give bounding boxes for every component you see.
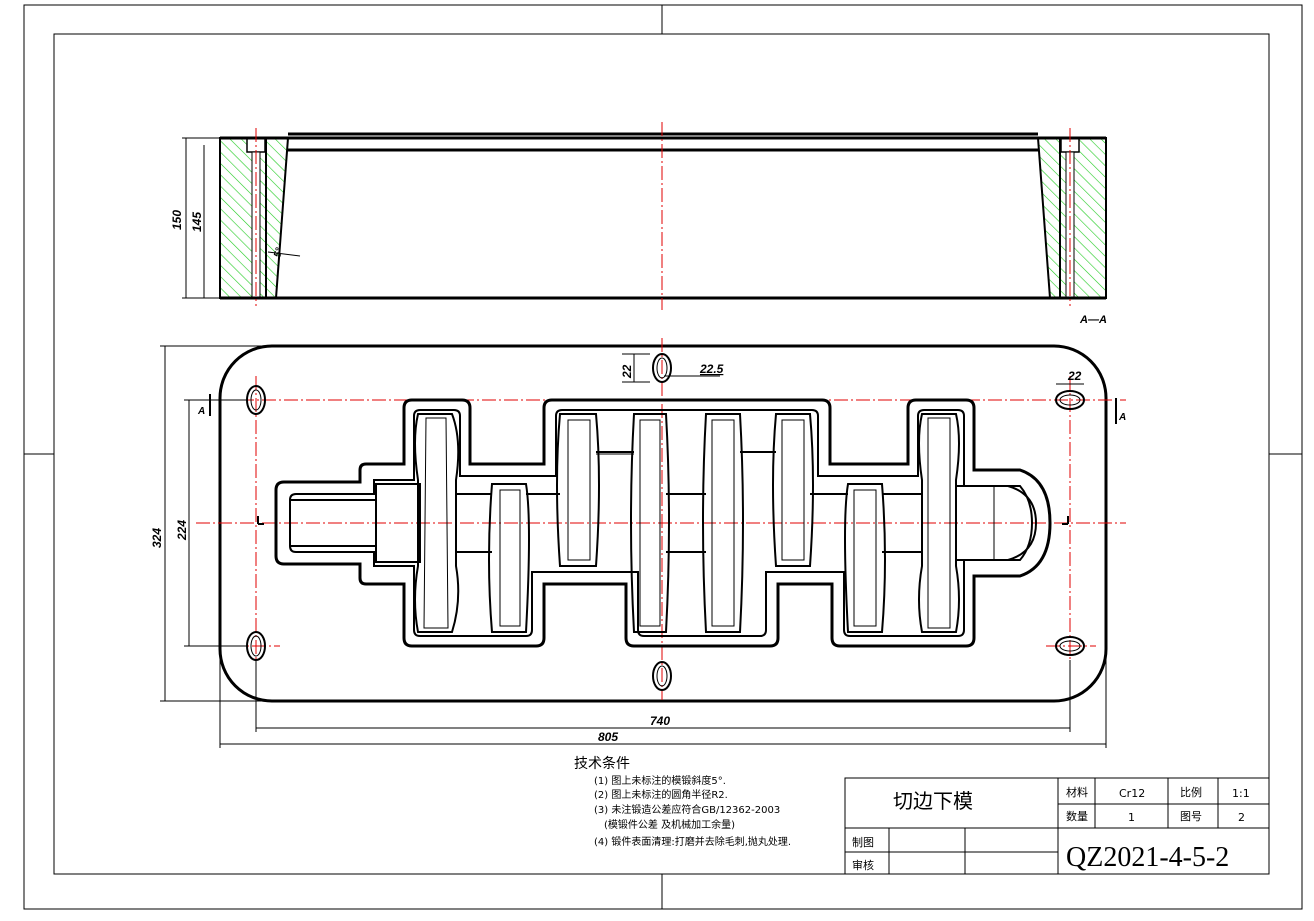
tech-notes: 技术条件 (1) 图上未标注的模锻斜度5°. (2) 图上未标注的圆角半径R2.… [574,755,791,848]
tech-note-1: (1) 图上未标注的模锻斜度5°. [594,774,726,787]
section-mark-left: A [197,406,205,417]
part-name: 切边下模 [893,789,973,813]
crank-journals [290,451,1034,563]
material-value: Cr12 [1119,787,1145,800]
tech-notes-title: 技术条件 [574,755,630,772]
section-view: 150 145 5° A—A [170,122,1107,326]
mounting-holes [246,353,1085,691]
tech-note-2: (2) 图上未标注的圆角半径R2. [594,788,728,801]
dim-draft: 5° [272,246,285,259]
dim-324: 324 [150,528,164,548]
qty-value: 1 [1128,811,1135,824]
section-label: A—A [1079,314,1107,326]
dim-224: 224 [175,520,189,541]
drawing-no-value: 2 [1238,811,1245,824]
checked-label: 审核 [852,858,874,872]
left-wall-hatch-inner [265,137,290,299]
cavity-outer-outline [274,398,1052,648]
dim-150: 150 [170,210,184,230]
crank-webs [414,413,960,633]
right-wall-hatch-inner [1036,137,1061,299]
scale-label: 比例 [1180,785,1202,799]
cavity-inner-outline [289,409,1038,637]
title-block: 切边下模 材料 Cr12 比例 1:1 数量 1 图号 2 制图 审核 QZ20… [844,777,1270,875]
section-marks: A A [197,394,1126,525]
dim-145: 145 [190,212,204,232]
dim-22-5: 22.5 [699,362,724,376]
scale-value: 1:1 [1232,787,1250,800]
dim-805: 805 [598,730,618,744]
tech-note-3b: (模锻件公差 及机械加工余量) [604,818,735,831]
qty-label: 数量 [1066,810,1088,823]
dim-740: 740 [650,714,670,728]
dim-hole-22-right: 22 [1067,369,1082,383]
tech-note-4: (4) 锻件表面清理:打磨并去除毛刺,抛丸处理. [594,835,791,848]
material-label: 材料 [1066,785,1088,799]
plan-view: A A 324 224 740 805 [150,338,1126,748]
drawing-no-label: 图号 [1180,810,1202,823]
sheet-border [23,4,1303,910]
section-mark-right: A [1118,412,1126,423]
drafted-label: 制图 [852,836,874,849]
tech-note-3: (3) 未注锻造公差应符合GB/12362-2003 [594,803,780,816]
plan-dimensions: 324 224 740 805 22 22.5 22 [150,345,1107,748]
drawing-code: QZ2021-4-5-2 [1066,842,1229,873]
dim-hole-22: 22 [620,364,634,379]
